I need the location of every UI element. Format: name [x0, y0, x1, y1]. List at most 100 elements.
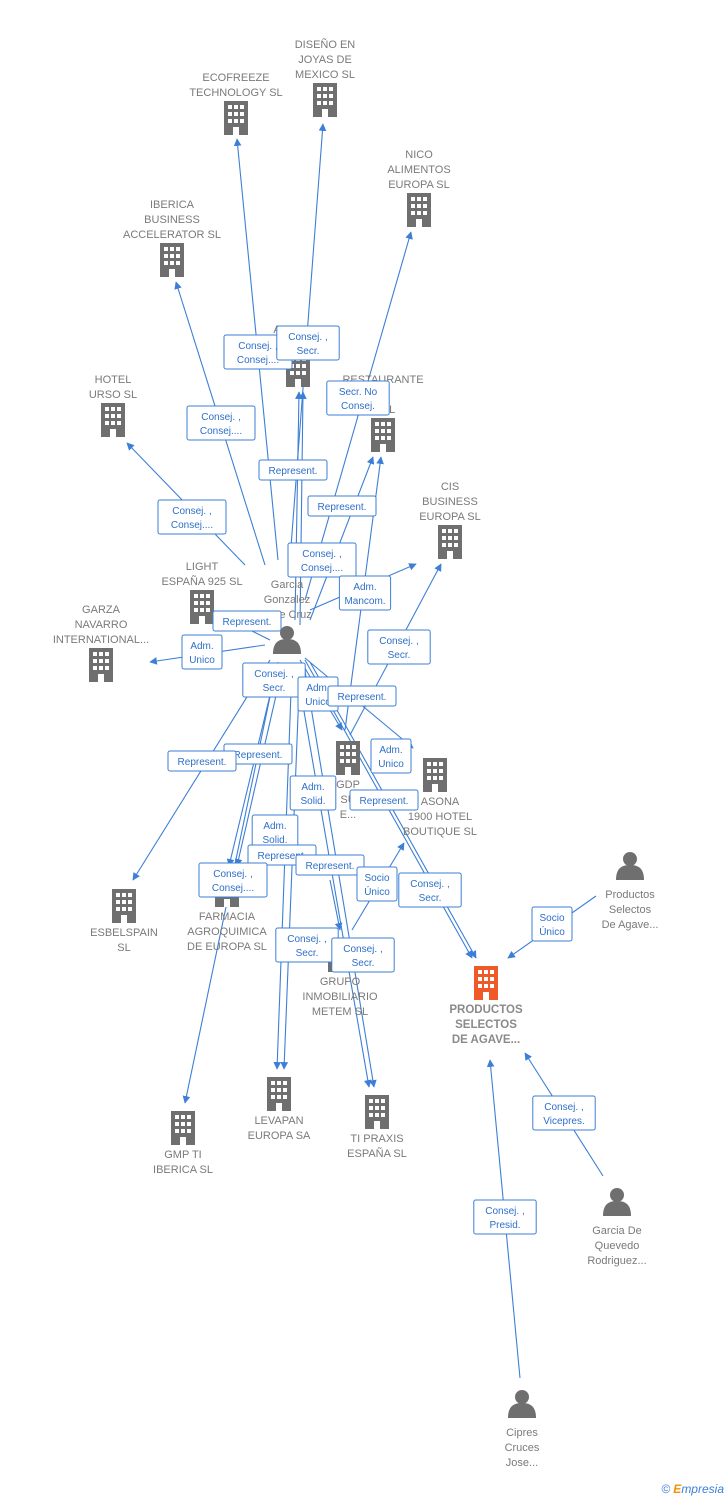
edge-label[interactable]: Consej. ,Consej.... — [223, 334, 293, 370]
edge-line — [303, 664, 377, 1088]
node-label: GARZA — [82, 604, 121, 616]
edge-label[interactable]: Adm.Mancom. — [338, 575, 392, 611]
node-label: ALIMENTOS — [387, 164, 450, 176]
edge-line — [304, 231, 413, 601]
node-label: MEXICO SL — [295, 69, 355, 81]
edge-label[interactable]: Represent. — [258, 459, 328, 481]
edge-label[interactable]: Consej. ,Secr. — [276, 325, 340, 361]
edge-label-box — [326, 380, 390, 416]
edge-label-text: Consej. , — [288, 332, 327, 343]
building-icon — [365, 1095, 389, 1129]
edge-label[interactable]: Adm.Unico — [181, 634, 223, 670]
edge-label-text: Consej.... — [200, 426, 242, 437]
edge-label[interactable]: Consej. ,Secr. — [367, 629, 431, 665]
node-label: De Agave... — [602, 919, 659, 931]
building-icon — [112, 889, 136, 923]
edge-label-text: Consej. — [341, 401, 375, 412]
node-label: BOUTIQUE SL — [403, 826, 477, 838]
edge-label-text: Represent. — [223, 617, 272, 628]
edge-label-text: Consej. , — [379, 636, 418, 647]
edge-label-box — [287, 542, 357, 578]
edge-label-text: Secr. — [419, 893, 442, 904]
node-cipres[interactable]: CipresCrucesJose... — [505, 1390, 540, 1469]
building-icon — [224, 101, 248, 135]
node-label: METEM SL — [312, 1006, 368, 1018]
node-label: Gonzalez — [264, 594, 310, 606]
edge-label-box — [167, 750, 237, 772]
building-icon — [336, 741, 360, 775]
edge-label[interactable]: Consej. ,Vicepres. — [532, 1095, 596, 1131]
edge-label-text: Consej. , — [201, 412, 240, 423]
edge-label-text: Unico — [378, 759, 404, 770]
node-label: EUROPA SL — [388, 179, 450, 191]
node-label: LEVAPAN — [254, 1115, 303, 1127]
edge-label[interactable]: Represent. — [349, 789, 419, 811]
edge-label[interactable]: Consej. ,Secr. — [331, 937, 395, 973]
node-label: HOTEL — [95, 374, 132, 386]
node-garza[interactable]: GARZANAVARROINTERNATIONAL... — [53, 604, 149, 682]
edge-label[interactable]: Adm.Solid. — [251, 814, 299, 850]
edge-label[interactable]: Represent. — [295, 854, 365, 876]
node-garciadq[interactable]: Garcia DeQuevedoRodriguez... — [587, 1188, 647, 1267]
edge-label-text: Consej.... — [301, 563, 343, 574]
edge-label[interactable]: Consej. , Consej.... — [186, 405, 256, 441]
building-icon — [438, 525, 462, 559]
edge-label[interactable]: Consej. ,Consej.... — [157, 499, 227, 535]
node-label: Selectos — [609, 904, 652, 916]
edge-label-box — [370, 738, 412, 774]
edge-label[interactable]: Adm.Solid. — [289, 775, 337, 811]
edge-label[interactable]: Consej. ,Secr. — [242, 662, 306, 698]
node-label: Garcia — [271, 579, 304, 591]
node-label: SELECTOS — [455, 1019, 517, 1031]
node-label: BUSINESS — [144, 214, 200, 226]
edge-label[interactable]: Consej. ,Presid. — [473, 1199, 537, 1235]
node-label: ESPAÑA SL — [347, 1147, 407, 1160]
node-label: ASONA — [421, 796, 460, 808]
edge-label[interactable]: Consej. ,Secr. — [398, 872, 462, 908]
edge-labels: Consej. ,Consej....Consej. ,Secr.Consej.… — [157, 325, 596, 1235]
edge-label[interactable]: Represent. — [327, 685, 397, 707]
edge-label[interactable]: Represent. — [307, 495, 377, 517]
edge-label[interactable]: Represent. — [212, 610, 282, 632]
edge-line — [299, 391, 307, 626]
edge-label-box — [331, 937, 395, 973]
building-icon — [190, 590, 214, 624]
edge-label-text: Presid. — [489, 1220, 520, 1231]
edge-label-box — [473, 1199, 537, 1235]
node-label: DE EUROPA SL — [187, 941, 267, 953]
edge-label-text: Adm. — [301, 782, 324, 793]
edge-label[interactable]: Consej. ,Consej.... — [287, 542, 357, 578]
building-icon — [313, 83, 337, 117]
node-label: JOYAS DE — [298, 54, 352, 66]
edge-label[interactable]: Adm.Unico — [370, 738, 412, 774]
edge-label[interactable]: Consej. ,Secr. — [275, 927, 339, 963]
edge-label-text: Socio — [539, 913, 564, 924]
node-label: ACCELERATOR SL — [123, 229, 221, 241]
edge-label[interactable]: Represent. — [223, 743, 293, 765]
edge-label[interactable]: Represent. — [167, 750, 237, 772]
edge-label[interactable]: Consej. ,Consej.... — [198, 862, 268, 898]
building-icon — [371, 418, 395, 452]
brand-footer: ©Empresia — [661, 1482, 724, 1496]
node-label: INMOBILIARIO — [302, 991, 378, 1003]
